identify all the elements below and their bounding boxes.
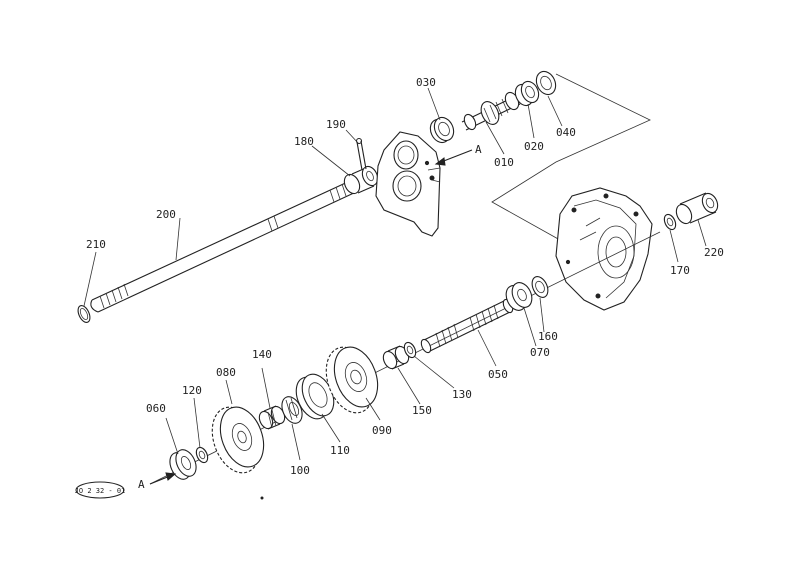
bearing-holder-plate	[375, 131, 441, 237]
part-label-170: 170	[670, 264, 690, 277]
part-label-180: 180	[294, 135, 314, 148]
part-label-120: 120	[182, 384, 202, 397]
assembly-bracket-line	[491, 73, 651, 241]
shifter-sleeve-part-110	[295, 373, 335, 420]
part-label-110: 110	[330, 444, 350, 457]
bearing-part-030	[429, 116, 455, 144]
seal-part-040	[535, 70, 557, 96]
bearing-part-070	[505, 282, 533, 311]
part-label-130: 130	[452, 388, 472, 401]
leader-lines	[83, 87, 707, 461]
part-label-200: 200	[156, 208, 176, 221]
part-label-030: 030	[416, 76, 436, 89]
part-label-210: 210	[86, 238, 106, 251]
part-label-070: 070	[530, 346, 550, 359]
long-shaft-part-200	[90, 179, 357, 313]
lower-shaft-assembly	[149, 231, 661, 485]
washer-part-120	[195, 446, 209, 464]
section-marker-upper: A	[434, 143, 482, 166]
snap-ring-part-210	[77, 305, 91, 323]
clutch-hub-part-100	[281, 396, 303, 424]
part-label-150: 150	[412, 404, 432, 417]
part-label-100: 100	[290, 464, 310, 477]
speck-mark	[260, 496, 264, 500]
figure-code-stamp: JO 2 32 - 01	[75, 481, 126, 499]
gear-part-080	[211, 406, 265, 474]
part-label-010: 010	[494, 156, 514, 169]
part-label-140: 140	[252, 348, 272, 361]
upper-shaft-assembly	[77, 70, 651, 323]
part-number-labels: 030 010 020 040 190 180 200 210 220 170 …	[86, 76, 724, 477]
figure-code-label: JO 2 32 - 01	[75, 487, 126, 495]
washer-part-130	[403, 341, 417, 359]
seal-part-170	[663, 213, 677, 231]
part-label-190: 190	[326, 118, 346, 131]
bushing-part-220	[675, 192, 719, 225]
collar-part-180	[343, 165, 379, 195]
part-label-080: 080	[216, 366, 236, 379]
transmission-case	[555, 187, 653, 311]
section-marker-upper-label: A	[475, 143, 482, 156]
part-label-020: 020	[524, 140, 544, 153]
pinion-shaft-part-010	[461, 91, 521, 131]
section-marker-lower-label: A	[138, 478, 145, 491]
part-label-050: 050	[488, 368, 508, 381]
part-label-040: 040	[556, 126, 576, 139]
part-label-160: 160	[538, 330, 558, 343]
bearing-part-060	[169, 449, 197, 480]
seal-part-160	[531, 276, 549, 298]
part-label-090: 090	[372, 424, 392, 437]
part-label-220: 220	[704, 246, 724, 259]
bearing-part-020	[514, 80, 540, 107]
main-shaft-part-050	[420, 298, 514, 354]
section-marker-lower: A	[138, 472, 177, 491]
gear-part-090	[325, 346, 379, 414]
part-label-060: 060	[146, 402, 166, 415]
